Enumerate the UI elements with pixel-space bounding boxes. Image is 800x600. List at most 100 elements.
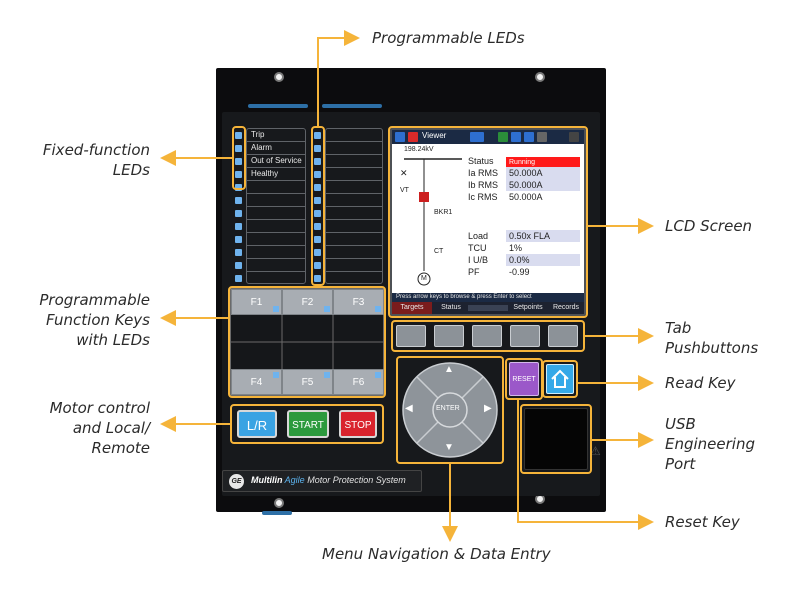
highlight-function-keys [228, 286, 386, 398]
led-label-blank [247, 181, 305, 194]
led [235, 236, 242, 243]
tcu-value: 1% [509, 243, 523, 253]
info-icon [470, 132, 484, 142]
function-key-label-grid [231, 315, 383, 369]
function-key-f1[interactable]: F1 [231, 289, 282, 315]
local-remote-button[interactable]: L/R [237, 410, 277, 438]
led [235, 275, 242, 282]
function-key-panel: F1 F2 F3 F4 F5 F6 [230, 288, 384, 396]
f1-label: F1 [250, 297, 263, 308]
load-key: Load [468, 231, 489, 241]
lcd-help-message: Press arrow keys to browse & press Enter… [392, 293, 584, 302]
load-value: 0.50x FLA [506, 230, 580, 242]
function-key-f2[interactable]: F2 [282, 289, 333, 315]
led [235, 223, 242, 230]
function-key-f4[interactable]: F4 [231, 369, 282, 395]
callout-menu-navigation: Menu Navigation & Data Entry [322, 545, 551, 563]
led-label-blank [247, 246, 305, 259]
highlight-read-key [542, 360, 578, 398]
led-label-blank [326, 194, 382, 207]
f4-label: F4 [250, 377, 263, 388]
led [314, 236, 321, 243]
lcd-tab-records: Records [552, 304, 580, 311]
ic-value: 50.000A [509, 192, 543, 202]
read-key-button[interactable] [546, 364, 574, 394]
f3-label: F3 [352, 297, 365, 308]
brand-maker: Multilin [251, 475, 283, 485]
led [314, 262, 321, 269]
status-value: Running [506, 157, 580, 169]
led [314, 171, 321, 178]
arrow-down-icon[interactable]: ▼ [444, 442, 454, 453]
function-key-f6[interactable]: F6 [333, 369, 384, 395]
ia-value: 50.000A [506, 167, 580, 179]
callout-tab-pushbuttons: Tab Pushbuttons [665, 319, 759, 357]
highlight-programmable-leds [311, 126, 325, 286]
led-label-blank [326, 259, 382, 272]
callout-read-key: Read Key [665, 374, 736, 392]
lcd-tab-bar: Targets Status Setpoints Records [392, 302, 584, 314]
led-out-of-service [235, 158, 242, 165]
ic-key: Ic RMS [468, 192, 498, 202]
function-key-f5[interactable]: F5 [282, 369, 333, 395]
tab-pushbutton-2[interactable] [434, 325, 464, 347]
brand-agile: Agile [284, 475, 305, 485]
breaker-label: BKR1 [434, 209, 453, 216]
bottom-tab-slot [262, 511, 292, 515]
ia-key: Ia RMS [468, 168, 499, 178]
tab-pushbutton-5[interactable] [548, 325, 578, 347]
unbalance-value: 0.0% [506, 254, 580, 266]
tab-pushbutton-4[interactable] [510, 325, 540, 347]
callout-motor-control: Motor control and Local/ Remote [49, 399, 150, 457]
pf-key: PF [468, 267, 480, 277]
ge-logo: GE [229, 474, 244, 489]
reset-button[interactable]: RESET [509, 362, 539, 396]
f6-led [375, 372, 381, 378]
led-label-blank [326, 246, 382, 259]
lcd-tab-scroll-icons [468, 305, 508, 311]
top-right-screw [535, 72, 545, 82]
top-tab-slot-left [248, 104, 308, 108]
arrow-up-icon[interactable]: ▲ [444, 364, 454, 375]
bus-voltage-label: 198.24kV [404, 146, 434, 153]
vt-label: VT [400, 187, 409, 194]
led-label-trip: Trip [247, 129, 305, 142]
led-label-out-of-service: Out of Service [247, 155, 305, 168]
led [235, 262, 242, 269]
led [314, 158, 321, 165]
top-left-screw [274, 72, 284, 82]
f2-label: F2 [301, 297, 314, 308]
tab-pushbutton-1[interactable] [396, 325, 426, 347]
lock-icon [408, 132, 418, 142]
stop-button[interactable]: STOP [339, 410, 377, 438]
start-button[interactable]: START [287, 410, 329, 438]
led [314, 197, 321, 204]
arrow-left-icon[interactable]: ◀ [405, 403, 413, 414]
led-label-blank [247, 233, 305, 246]
led [235, 210, 242, 217]
led [235, 197, 242, 204]
callout-reset-key: Reset Key [665, 513, 740, 531]
led [314, 249, 321, 256]
ic-row: Ic RMS 50.000A [468, 191, 580, 203]
target-icon [511, 132, 521, 142]
led-label-healthy: Healthy [247, 168, 305, 181]
enter-button[interactable]: ENTER [436, 405, 460, 412]
programmable-led-column [313, 128, 323, 284]
highlight-lcd [388, 126, 588, 318]
led-label-blank [326, 181, 382, 194]
function-key-f3[interactable]: F3 [333, 289, 384, 315]
led-label-blank [326, 220, 382, 233]
f4-led [273, 372, 279, 378]
callout-usb-port: USB Engineering Port [665, 415, 755, 473]
callout-function-keys: Programmable Function Keys with LEDs [39, 291, 150, 349]
arrow-right-icon[interactable]: ▶ [484, 403, 492, 414]
lcd-tab-targets: Targets [392, 302, 432, 314]
highlight-motor-control [230, 404, 384, 444]
highlight-tab-buttons [391, 320, 585, 352]
lcd-tab-setpoints: Setpoints [513, 304, 543, 311]
tab-pushbutton-3[interactable] [472, 325, 502, 347]
ib-key: Ib RMS [468, 180, 499, 190]
